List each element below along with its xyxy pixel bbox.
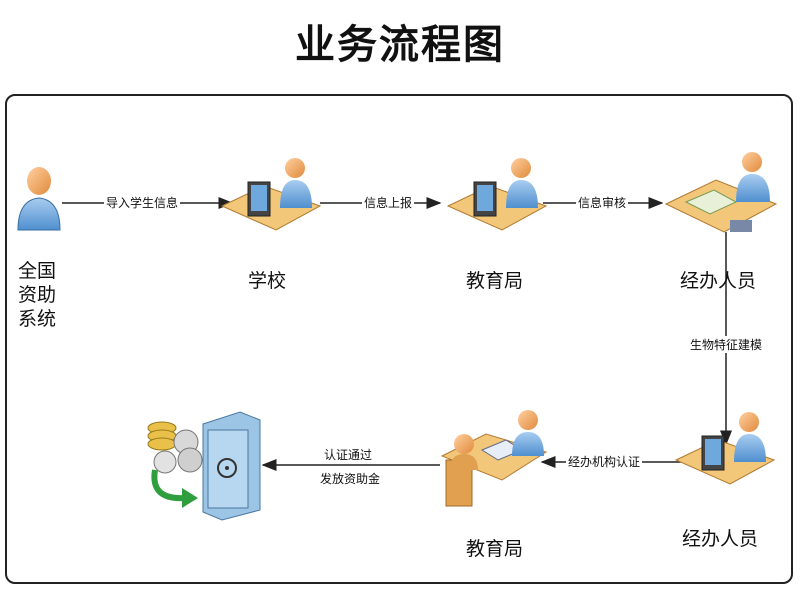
source-line-3: 系统 [18,308,57,330]
node-bureau-bottom-label: 教育局 [466,538,524,560]
diagram-frame [5,94,793,584]
node-handler-top-label: 经办人员 [680,270,757,292]
edge-auth-pass-line2: 发放资助金 [320,472,381,486]
edge-biometric-label: 生物特征建模 [688,336,765,353]
handler-workstation-icon [674,412,776,485]
coins-icon [147,421,203,508]
page-title: 业务流程图 [295,22,505,68]
edge-report-label: 信息上报 [362,194,415,211]
node-source-label: 全国 资助 系统 [18,259,68,331]
edge-import-label: 导入学生信息 [104,194,181,211]
school-workstation-icon [220,158,322,231]
edge-auth-pass-line1: 认证通过 [324,448,373,462]
edge-agency-auth-label: 经办机构认证 [566,453,643,470]
edge-review-label: 信息审核 [576,194,629,211]
source-line-1: 全国 [18,260,57,282]
node-school-label: 学校 [248,270,287,292]
safe-icon [202,411,261,521]
bureau-desk-icon [440,410,548,507]
handler-desk-icon [664,152,778,233]
node-handler-bottom-label: 经办人员 [682,528,759,550]
person-icon [17,167,61,231]
source-line-2: 资助 [18,284,57,306]
node-bureau-top-label: 教育局 [466,270,524,292]
bureau-workstation-icon [446,158,548,231]
